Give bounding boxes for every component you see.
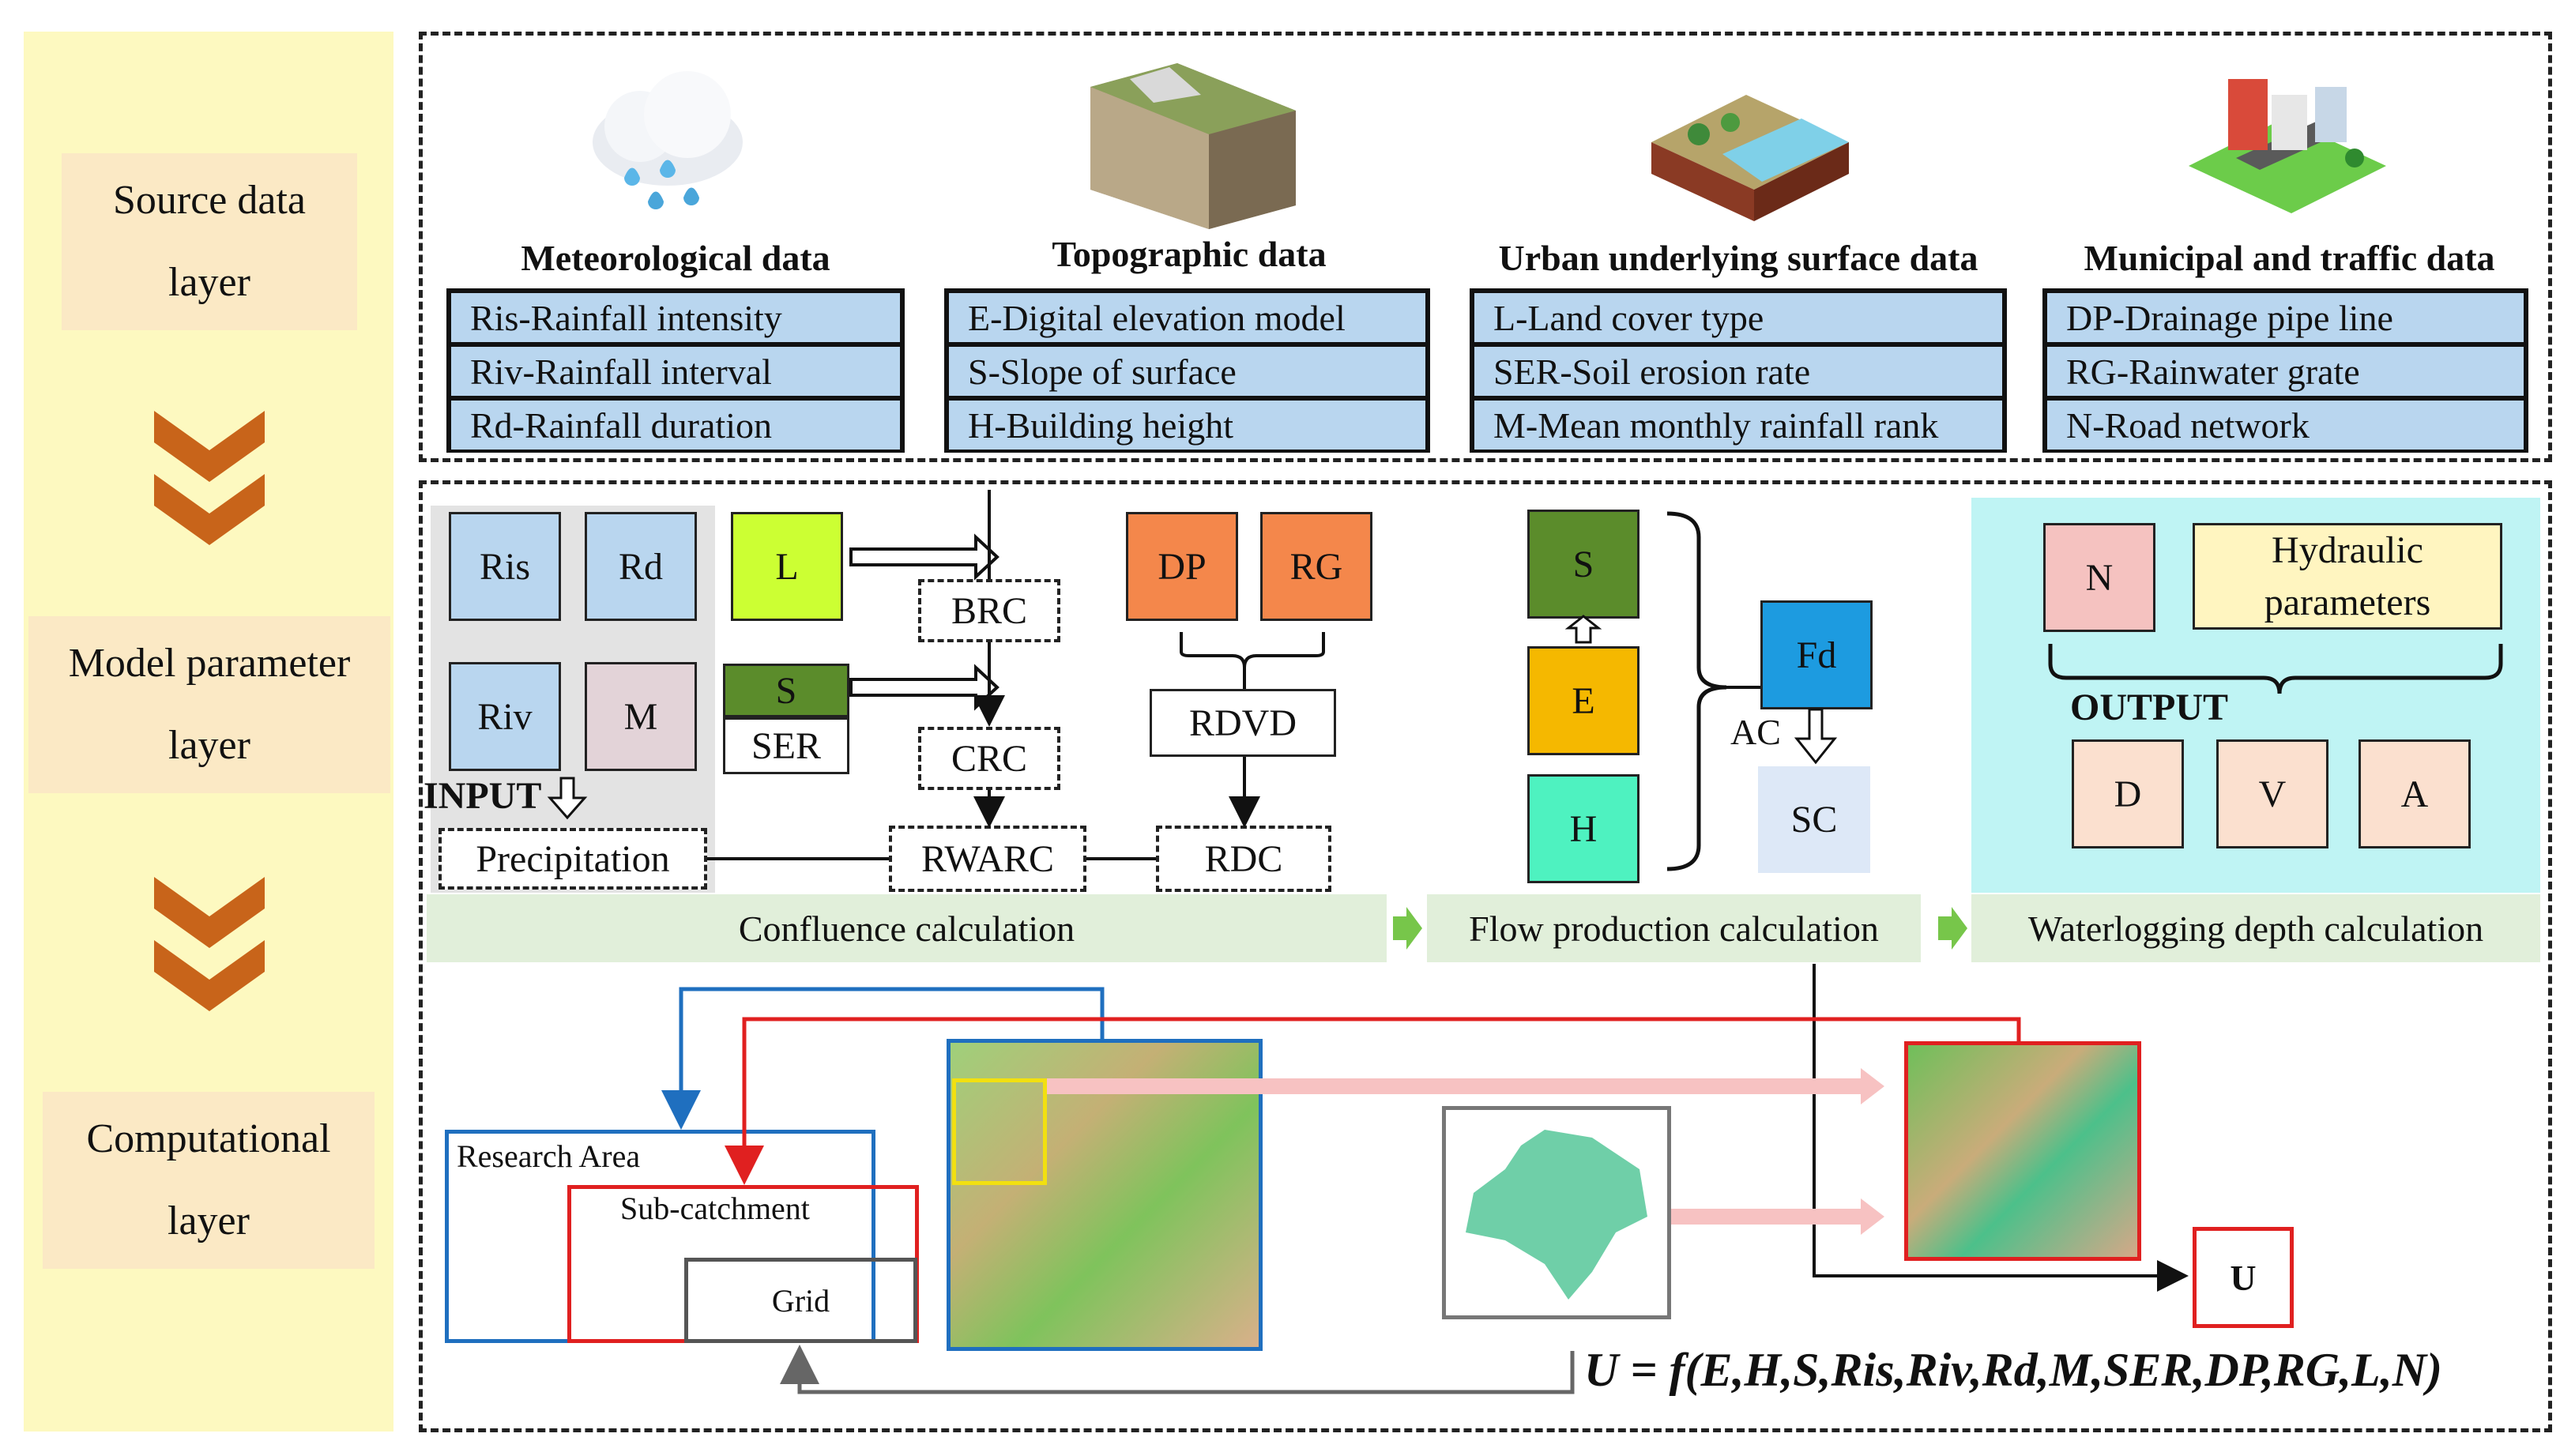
urban-surface-list: L-Land cover type SER-Soil erosion rate … bbox=[1470, 288, 2007, 453]
a-node: A bbox=[2359, 739, 2471, 848]
riv-node: Riv bbox=[449, 662, 561, 771]
source-layer-line2: layer bbox=[168, 260, 250, 305]
source-layer-label: Source data layer bbox=[62, 153, 357, 330]
list-item: S-Slope of surface bbox=[947, 344, 1428, 398]
list-item: DP-Drainage pipe line bbox=[2045, 291, 2526, 344]
l-node: L bbox=[731, 512, 843, 621]
rg-node: RG bbox=[1260, 512, 1372, 621]
municipal-title: Municipal and traffic data bbox=[2084, 238, 2495, 278]
rdc-node: RDC bbox=[1156, 826, 1331, 892]
rwarc-node: RWARC bbox=[889, 826, 1086, 892]
subcatchment-highlight bbox=[952, 1078, 1047, 1185]
source-layer-line1: Source data bbox=[112, 178, 306, 223]
ris-node: Ris bbox=[449, 512, 561, 621]
ser-node: SER bbox=[723, 717, 849, 774]
computational-layer-line1: Computational bbox=[86, 1116, 331, 1161]
formula: U = f(E,H,S,Ris,Riv,Rd,M,SER,DP,RG,L,N) bbox=[1584, 1344, 2443, 1396]
input-label: INPUT bbox=[424, 775, 542, 817]
confluence-banner: Confluence calculation bbox=[427, 894, 1387, 962]
list-item: Rd-Rainfall duration bbox=[449, 398, 902, 452]
grid-shape-icon bbox=[1466, 1130, 1647, 1300]
land-surface-icon bbox=[1651, 95, 1849, 221]
list-item: H-Building height bbox=[947, 398, 1428, 452]
list-item: M-Mean monthly rainfall rank bbox=[1472, 398, 2005, 452]
list-item: RG-Rainwater grate bbox=[2045, 344, 2526, 398]
ac-label: AC bbox=[1730, 712, 1781, 752]
h-node: H bbox=[1527, 774, 1639, 883]
meteorological-list: Ris-Rainfall intensity Riv-Rainfall inte… bbox=[446, 288, 905, 453]
list-item: E-Digital elevation model bbox=[947, 291, 1428, 344]
list-item: SER-Soil erosion rate bbox=[1472, 344, 2005, 398]
grid-box: Grid bbox=[684, 1258, 917, 1343]
e-node: E bbox=[1527, 646, 1639, 755]
n-node: N bbox=[2043, 523, 2155, 632]
model-layer-label: Model parameter layer bbox=[28, 616, 390, 793]
model-layer-line1: Model parameter bbox=[68, 641, 351, 686]
research-area-label: Research Area bbox=[457, 1138, 641, 1174]
sub-catchment-label: Sub-catchment bbox=[620, 1191, 810, 1226]
sc-node: SC bbox=[1758, 766, 1870, 873]
hydraulic-label: Hydraulic parameters bbox=[2264, 529, 2431, 623]
dp-node: DP bbox=[1126, 512, 1238, 621]
model-layer-line2: layer bbox=[168, 723, 250, 768]
computational-layer-label: Computational layer bbox=[43, 1092, 375, 1269]
list-item: L-Land cover type bbox=[1472, 291, 2005, 344]
list-item: Ris-Rainfall intensity bbox=[449, 291, 902, 344]
m-node: M bbox=[585, 662, 697, 771]
terrain-block-icon bbox=[1090, 63, 1296, 229]
brc-node: BRC bbox=[918, 579, 1060, 642]
topographic-list: E-Digital elevation model S-Slope of sur… bbox=[944, 288, 1430, 453]
hollow-arrow bbox=[849, 533, 1000, 711]
topographic-title: Topographic data bbox=[1052, 234, 1327, 274]
urban-surface-title: Urban underlying surface data bbox=[1498, 238, 1978, 278]
computational-layer-line2: layer bbox=[168, 1198, 250, 1243]
terrain-map-result bbox=[1904, 1041, 2141, 1261]
chevron-down-icon bbox=[154, 411, 265, 545]
list-item: N-Road network bbox=[2045, 398, 2526, 452]
rain-cloud-icon bbox=[593, 71, 743, 209]
flow-production-banner: Flow production calculation bbox=[1427, 894, 1921, 962]
fd-node: Fd bbox=[1760, 600, 1873, 709]
waterlogging-banner: Waterlogging depth calculation bbox=[1971, 894, 2540, 962]
model-panel bbox=[419, 480, 2552, 1432]
source-data-panel bbox=[419, 32, 2552, 462]
rd-node: Rd bbox=[585, 512, 697, 621]
precipitation-node: Precipitation bbox=[439, 828, 707, 890]
crc-node: CRC bbox=[918, 727, 1060, 790]
municipal-list: DP-Drainage pipe line RG-Rainwater grate… bbox=[2042, 288, 2528, 453]
meteorological-title: Meteorological data bbox=[521, 238, 830, 278]
city-block-icon bbox=[2189, 79, 2386, 213]
u-node: U bbox=[2193, 1227, 2294, 1328]
rdvd-node: RDVD bbox=[1150, 689, 1336, 757]
output-label: OUTPUT bbox=[2070, 687, 2229, 728]
hydraulic-node: Hydraulic parameters bbox=[2193, 523, 2502, 630]
d-node: D bbox=[2072, 739, 2184, 848]
v-node: V bbox=[2216, 739, 2328, 848]
chevron-down-icon bbox=[154, 877, 265, 1011]
s-node: S bbox=[723, 664, 849, 717]
list-item: Riv-Rainfall interval bbox=[449, 344, 902, 398]
